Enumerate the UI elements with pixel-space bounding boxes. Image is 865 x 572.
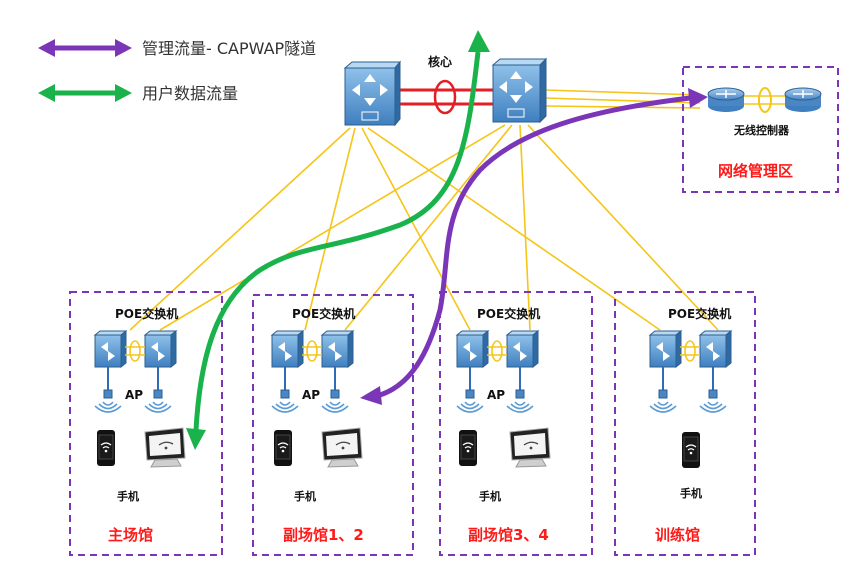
poe-switch-right bbox=[320, 329, 355, 369]
phone-icon bbox=[274, 430, 292, 466]
phone-label: 手机 bbox=[294, 489, 316, 503]
core-switch-right bbox=[491, 57, 548, 124]
poe-switch-label: POE交换机 bbox=[477, 306, 540, 321]
controller-router-right bbox=[784, 87, 822, 112]
ap-icon-right bbox=[506, 389, 534, 413]
poe-switch-label: POE交换机 bbox=[115, 306, 178, 321]
site-name: 副场馆1、2 bbox=[283, 526, 364, 544]
uplink-lines bbox=[129, 89, 790, 331]
network-management-zone: 无线控制器 网络管理区 bbox=[682, 66, 839, 193]
phone-label: 手机 bbox=[680, 486, 702, 500]
core-stack-link bbox=[396, 79, 494, 115]
legend-user-arrow bbox=[38, 84, 132, 102]
poe-switch-left bbox=[648, 329, 683, 369]
poe-switch-right bbox=[505, 329, 540, 369]
poe-switch-label: POE交换机 bbox=[668, 306, 731, 321]
controller-router-left bbox=[707, 87, 745, 112]
poe-switch-left bbox=[93, 329, 128, 369]
core-label: 核心 bbox=[428, 54, 452, 69]
pc-monitor-icon bbox=[144, 427, 186, 468]
pc-monitor-icon bbox=[509, 427, 551, 468]
site-zone-sub34 bbox=[439, 291, 593, 556]
ap-icon-left bbox=[649, 389, 677, 413]
legend: 管理流量- CAPWAP隧道 用户数据流量 bbox=[38, 39, 316, 103]
poe-switch-right bbox=[143, 329, 178, 369]
phone-icon bbox=[682, 432, 700, 468]
legend-user-label: 用户数据流量 bbox=[142, 84, 238, 103]
ap-icon-left bbox=[271, 389, 299, 413]
ap-icon-right bbox=[699, 389, 727, 413]
management-flow bbox=[360, 88, 708, 405]
legend-management-label: 管理流量- CAPWAP隧道 bbox=[142, 39, 316, 58]
ap-icon-left bbox=[94, 389, 122, 413]
core-switch-left bbox=[343, 60, 402, 127]
poe-switch-right bbox=[698, 329, 733, 369]
ap-icon-left bbox=[456, 389, 484, 413]
site-zone-sub12 bbox=[252, 294, 414, 556]
site-name: 训练馆 bbox=[655, 526, 700, 544]
pc-monitor-icon bbox=[321, 427, 363, 468]
network-zone-label: 网络管理区 bbox=[718, 162, 793, 180]
controller-label: 无线控制器 bbox=[733, 123, 790, 137]
site-zone-training bbox=[614, 291, 756, 556]
phone-label: 手机 bbox=[117, 489, 139, 503]
phone-label: 手机 bbox=[479, 489, 501, 503]
site-name: 副场馆3、4 bbox=[468, 526, 549, 544]
ap-icon-right bbox=[321, 389, 349, 413]
user-data-flow bbox=[186, 30, 490, 450]
poe-switch-label: POE交换机 bbox=[292, 306, 355, 321]
ap-label: AP bbox=[302, 388, 320, 402]
poe-switch-left bbox=[455, 329, 490, 369]
site-name: 主场馆 bbox=[108, 526, 153, 544]
site-zone-main bbox=[69, 291, 223, 556]
poe-switch-left bbox=[270, 329, 305, 369]
ap-icon-right bbox=[144, 389, 172, 413]
ap-label: AP bbox=[125, 388, 143, 402]
legend-management-arrow bbox=[38, 39, 132, 57]
site-zones bbox=[69, 291, 756, 556]
phone-icon bbox=[459, 430, 477, 466]
phone-icon bbox=[97, 430, 115, 466]
ap-label: AP bbox=[487, 388, 505, 402]
